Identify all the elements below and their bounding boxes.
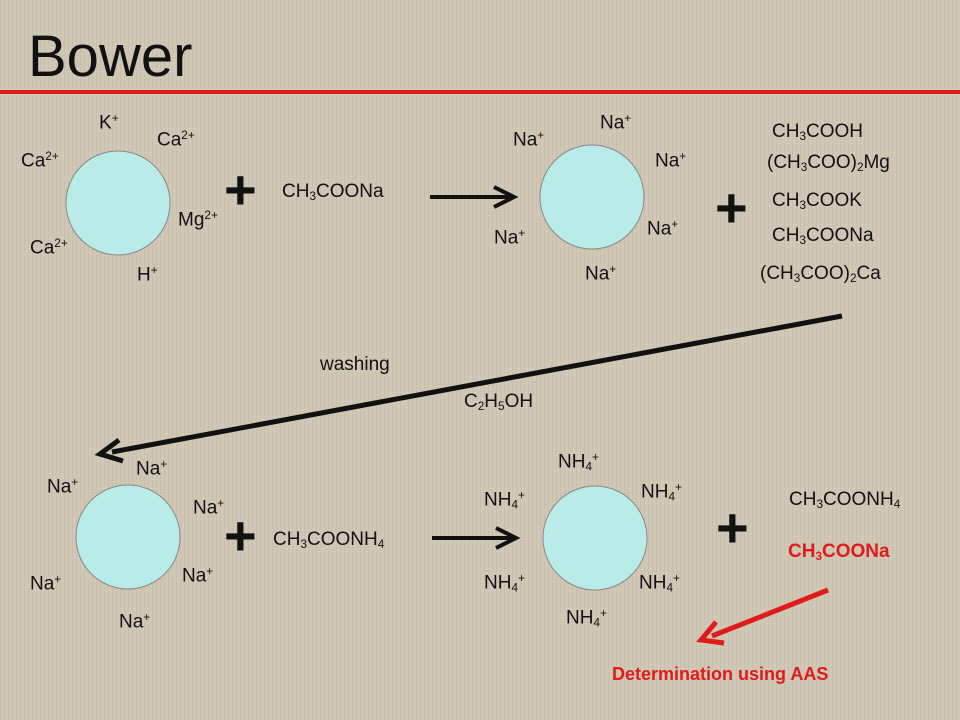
resin-bead-bottom-left (75, 484, 181, 590)
ion-label: NH4+ (484, 489, 525, 512)
title-underline (0, 90, 960, 94)
ion-label: Ca2+ (157, 129, 195, 151)
ion-label: Ca2+ (30, 237, 68, 259)
ion-label: Na+ (30, 573, 62, 595)
ion-label: Na+ (655, 150, 687, 172)
ion-label: Na+ (193, 497, 225, 519)
washing-label: washing (320, 354, 390, 375)
ion-label: Na+ (136, 458, 168, 480)
ion-label: NH4+ (566, 607, 607, 630)
plus-sign: + (224, 504, 257, 567)
ion-label: Na+ (182, 565, 214, 587)
ion-label: Na+ (119, 611, 151, 633)
resin-bead-top-right (539, 144, 645, 250)
product-formula: CH3COOK (772, 190, 862, 212)
plus-sign: + (715, 176, 748, 239)
ion-label: Na+ (494, 227, 526, 249)
product-formula: CH3COONa (772, 225, 874, 247)
product-formula: (CH3COO)2Ca (760, 263, 881, 285)
ion-label: NH4+ (639, 572, 680, 595)
reaction-arrow-top (430, 185, 519, 209)
plus-sign: + (716, 496, 749, 559)
ion-label: NH4+ (641, 481, 682, 504)
ion-label: H+ (137, 264, 158, 286)
ion-label: NH4+ (558, 451, 599, 474)
resin-bead-bottom-right (542, 485, 648, 591)
product-formula: CH3COONH4 (789, 489, 901, 511)
ion-label: K+ (99, 112, 119, 134)
ion-label: Na+ (600, 112, 632, 134)
resin-bead-top-left (65, 150, 171, 256)
highlighted-product-formula: CH3COONa (788, 541, 890, 563)
product-formula: CH3COOH (772, 121, 863, 143)
ion-label: Na+ (513, 129, 545, 151)
ion-label: Ca2+ (21, 150, 59, 172)
aas-arrow (696, 587, 829, 646)
ion-label: Na+ (585, 263, 617, 285)
determination-label: Determination using AAS (612, 664, 829, 684)
ion-label: Mg2+ (178, 209, 218, 231)
product-formula: (CH3COO)2Mg (767, 152, 890, 174)
page-title: Bower (28, 24, 193, 89)
ion-label: NH4+ (484, 572, 525, 595)
ion-label: Na+ (47, 476, 79, 498)
plus-sign: + (224, 158, 257, 221)
reagent-formula: CH3COONH4 (273, 529, 385, 551)
reagent-formula: CH3COONa (282, 181, 384, 203)
washing-arrow (94, 313, 843, 464)
reaction-arrow-bottom (432, 526, 521, 550)
solvent-formula: C2H5OH (464, 391, 534, 413)
ion-label: Na+ (647, 218, 679, 240)
